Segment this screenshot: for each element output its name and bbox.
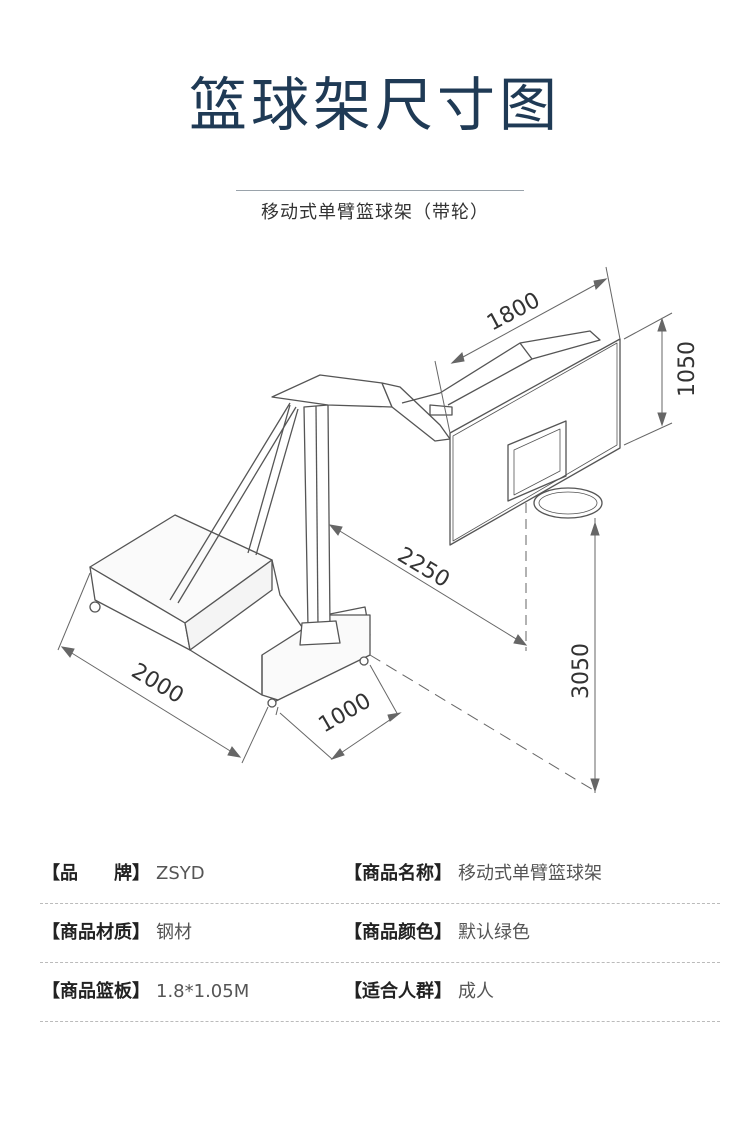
page-title: 篮球架尺寸图	[188, 71, 561, 139]
dimension-line-base-length	[57, 572, 269, 764]
dimension-label-reach: 2250	[393, 543, 454, 593]
dimension-label-base-width: 1000	[315, 689, 376, 739]
title-divider	[236, 190, 524, 191]
dimension-label-base-length: 2000	[127, 659, 188, 709]
spec-row: 【商品材质】钢材 【商品颜色】默认绿色	[40, 904, 720, 963]
dimension-label-rim-height: 3050	[569, 643, 594, 699]
dimension-line-backboard-height	[623, 312, 673, 446]
spec-color: 【商品颜色】默认绿色	[344, 922, 530, 943]
page-subtitle: 移动式单臂篮球架（带轮）	[261, 202, 489, 223]
dimension-line-backboard-width	[434, 266, 621, 434]
spec-material: 【商品材质】钢材	[42, 922, 192, 943]
spec-backboard: 【商品篮板】1.8*1.05M	[42, 981, 250, 1002]
stand-arm	[271, 330, 601, 442]
spec-row: 【品 牌】ZSYD 【商品名称】移动式单臂篮球架	[40, 845, 720, 904]
spec-brand: 【品 牌】ZSYD	[42, 863, 205, 884]
stand-pole	[169, 402, 341, 646]
basketball-stand-diagram: 1800 1050 2250 3050 2000 1000	[57, 266, 700, 793]
dimension-line-base-width	[275, 664, 402, 761]
dimension-line-reach	[328, 503, 528, 651]
basketball-rim	[533, 487, 603, 519]
dimension-line-rim-height	[369, 518, 600, 793]
dimension-label-backboard-height: 1050	[675, 341, 700, 397]
backboard	[449, 338, 621, 546]
stand-base	[89, 514, 371, 708]
product-specs: 【品 牌】ZSYD 【商品名称】移动式单臂篮球架 【商品材质】钢材 【商品颜色】…	[40, 845, 720, 1022]
spec-product-name: 【商品名称】移动式单臂篮球架	[344, 863, 602, 884]
spec-row: 【商品篮板】1.8*1.05M 【适合人群】成人	[40, 963, 720, 1022]
spec-audience: 【适合人群】成人	[344, 981, 494, 1002]
